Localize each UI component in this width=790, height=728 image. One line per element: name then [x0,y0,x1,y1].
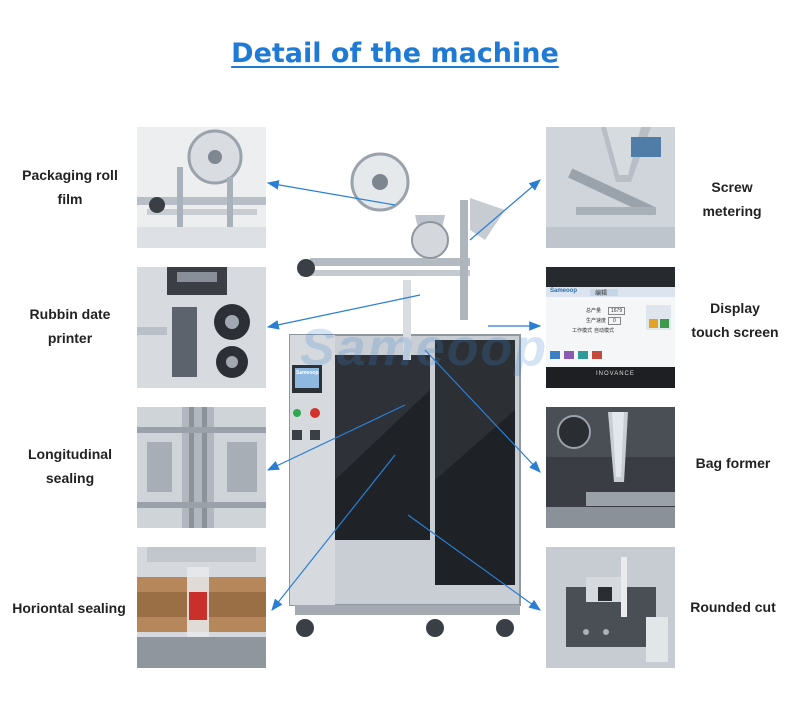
screen-row2-value: 0 [608,317,621,325]
page-title: Detail of the machine [231,38,559,69]
label-horizontal-sealing: Horiontal sealing [12,600,126,616]
photo-screw-metering [546,127,675,248]
photo-longitudinal-sealing [137,407,266,528]
screen-row3-value: 自动模式 [594,328,615,334]
label-bag-former: Bag former [695,455,771,471]
arrow-longitudinal-sealing [266,404,406,471]
photo-horizontal-sealing [137,547,266,668]
arrow-screw-metering [469,179,541,241]
screen-row1-label: 总产量 [586,308,602,314]
label-rounded-cut: Rounded cut [690,599,776,615]
photo-rounded-cut [546,547,675,668]
control-panel-logo: Sameoop [296,370,319,376]
label-screw-metering: Screw metering [702,179,762,219]
watermark-logo: Sameoop [300,319,549,377]
arrow-rubbin-date-printer [266,294,421,330]
label-display-touch-screen: Display touch screen [691,300,779,340]
arrow-rounded-cut [407,514,541,611]
label-rubbin-date-printer: Rubbin date printer [29,306,111,346]
screen-row3-label: 工作模式 [572,328,593,334]
label-packaging-roll-film: Packaging roll film [22,167,118,207]
screen-maker: INOVANCE [596,371,635,377]
arrow-bag-former [424,349,541,473]
photo-rubbin-date-printer [137,267,266,388]
arrow-packaging-roll-film [266,180,396,206]
screen-brand: Sameoop [550,288,578,294]
screen-row1-value: 1679 [608,307,626,315]
photo-bag-former [546,407,675,528]
screen-row2-label: 生产速度 [586,318,607,324]
photo-display-touch-screen: Sameoop 编辑 总产量 1679 生产速度 0 工作模式 自动模式 INO… [546,267,675,388]
photo-packaging-roll-film [137,127,266,248]
arrow-horizontal-sealing [271,454,396,611]
label-longitudinal-sealing: Longitudinal sealing [28,446,112,486]
screen-tab: 编辑 [595,291,608,297]
packaging-machine: Sameoop [270,150,540,650]
